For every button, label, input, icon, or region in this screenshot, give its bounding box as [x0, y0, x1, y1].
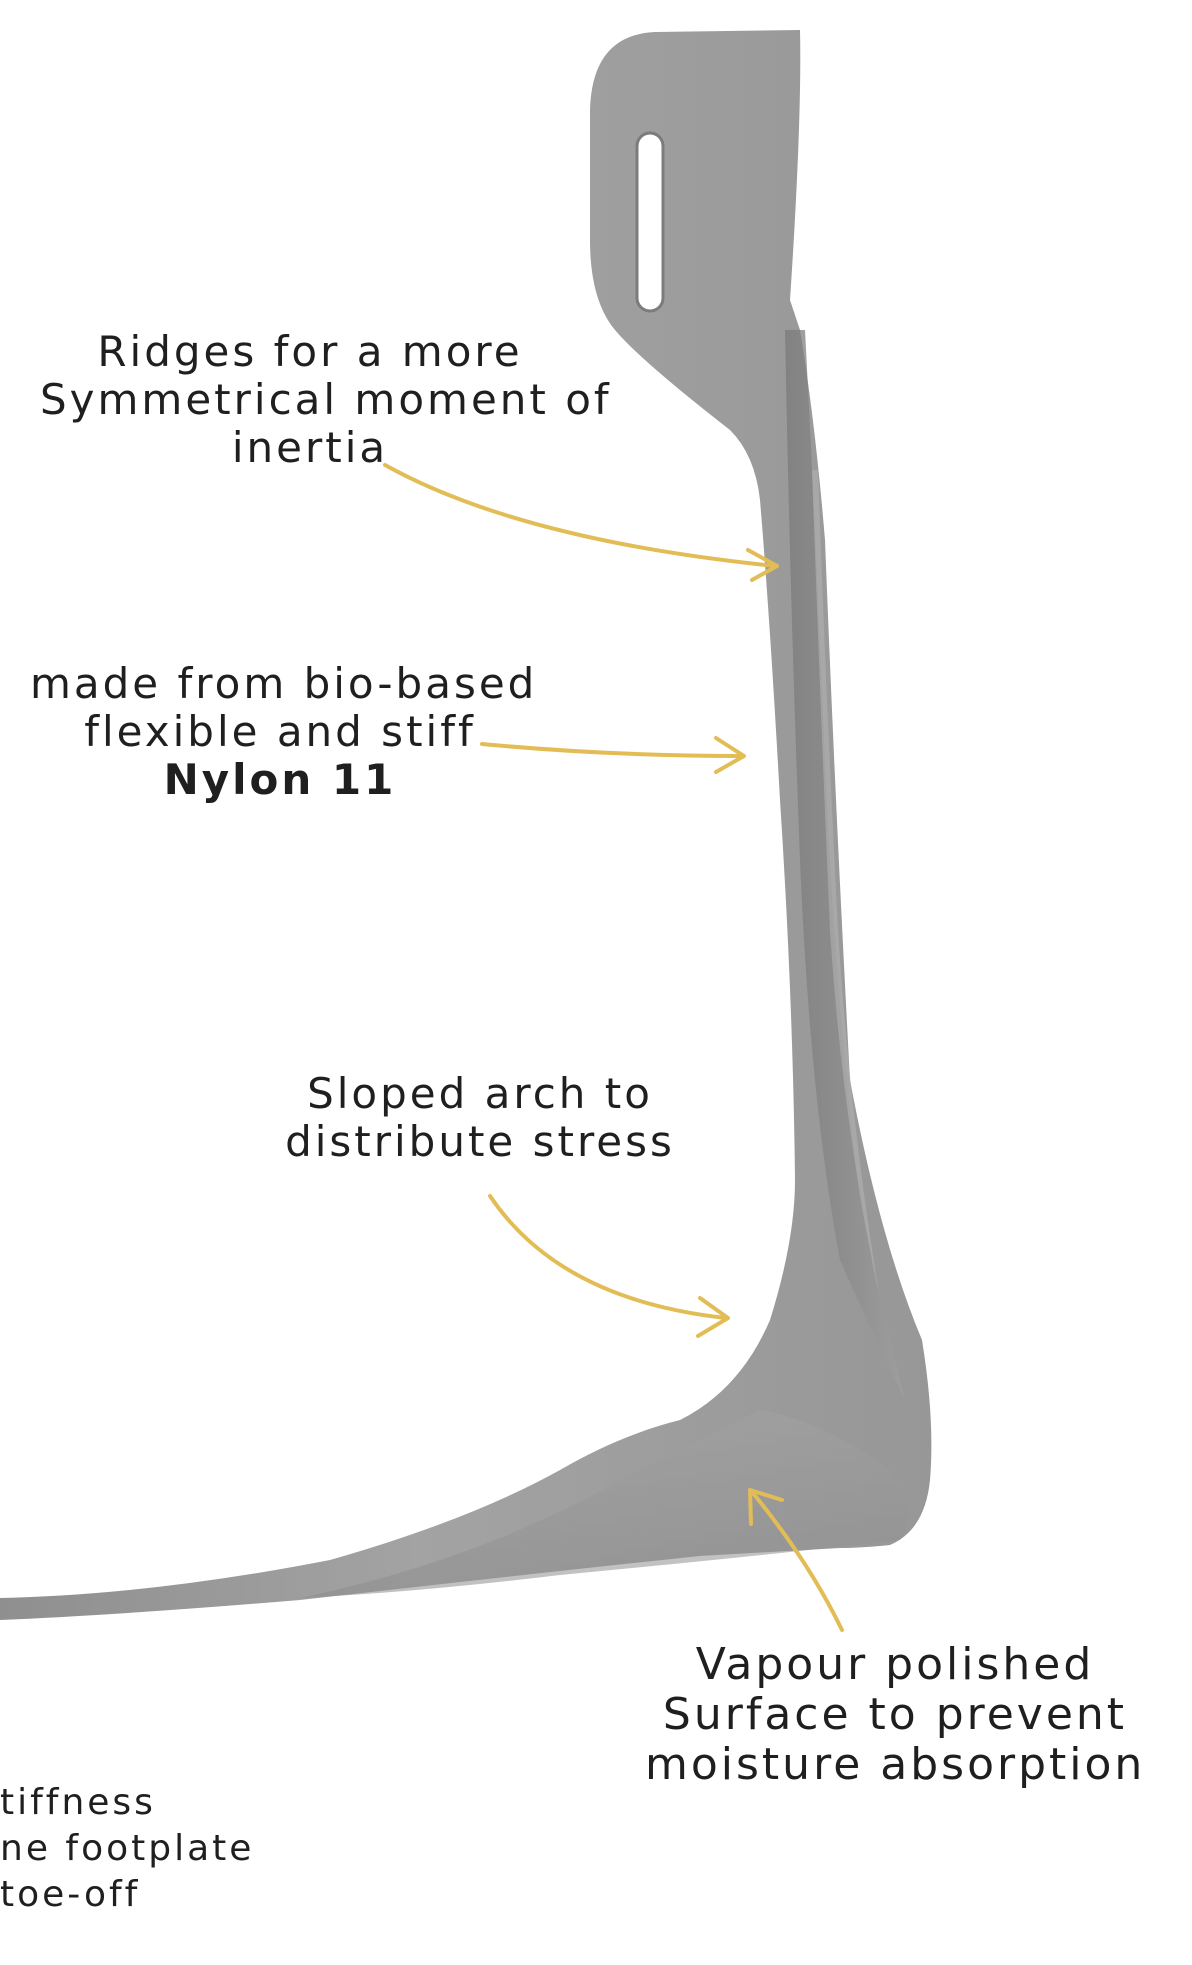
annotation-footplate-line-3: toe-off — [0, 1872, 254, 1918]
annotation-material-line-1: made from bio-based — [30, 660, 530, 708]
annotation-material: made from bio-based flexible and stiff N… — [30, 660, 530, 804]
annotation-arch-line-1: Sloped arch to — [280, 1070, 680, 1118]
annotation-material-line-2: flexible and stiff — [30, 708, 530, 756]
arrow-arch — [490, 1196, 726, 1318]
annotation-footplate-line-1: tiffness — [0, 1780, 254, 1826]
annotation-ridges-line-2: Symmetrical moment of — [40, 376, 580, 424]
annotation-arch: Sloped arch to distribute stress — [280, 1070, 680, 1166]
arrow-ridges — [385, 465, 775, 566]
annotation-ridges-line-3: inertia — [40, 424, 580, 472]
annotation-material-line-3: Nylon 11 — [30, 756, 530, 804]
annotation-surface: Vapour polished Surface to prevent moist… — [645, 1640, 1145, 1790]
annotation-ridges: Ridges for a more Symmetrical moment of … — [40, 328, 580, 472]
annotation-footplate-line-2: ne footplate — [0, 1826, 254, 1872]
orthosis-shell — [0, 30, 931, 1620]
strap-slot — [637, 133, 663, 311]
annotation-surface-line-2: Surface to prevent — [645, 1690, 1145, 1740]
annotation-footplate-cropped: tiffness ne footplate toe-off — [0, 1780, 254, 1918]
annotation-surface-line-1: Vapour polished — [645, 1640, 1145, 1690]
annotation-arch-line-2: distribute stress — [280, 1118, 680, 1166]
annotation-ridges-line-1: Ridges for a more — [40, 328, 580, 376]
annotation-surface-line-3: moisture absorption — [645, 1740, 1145, 1790]
